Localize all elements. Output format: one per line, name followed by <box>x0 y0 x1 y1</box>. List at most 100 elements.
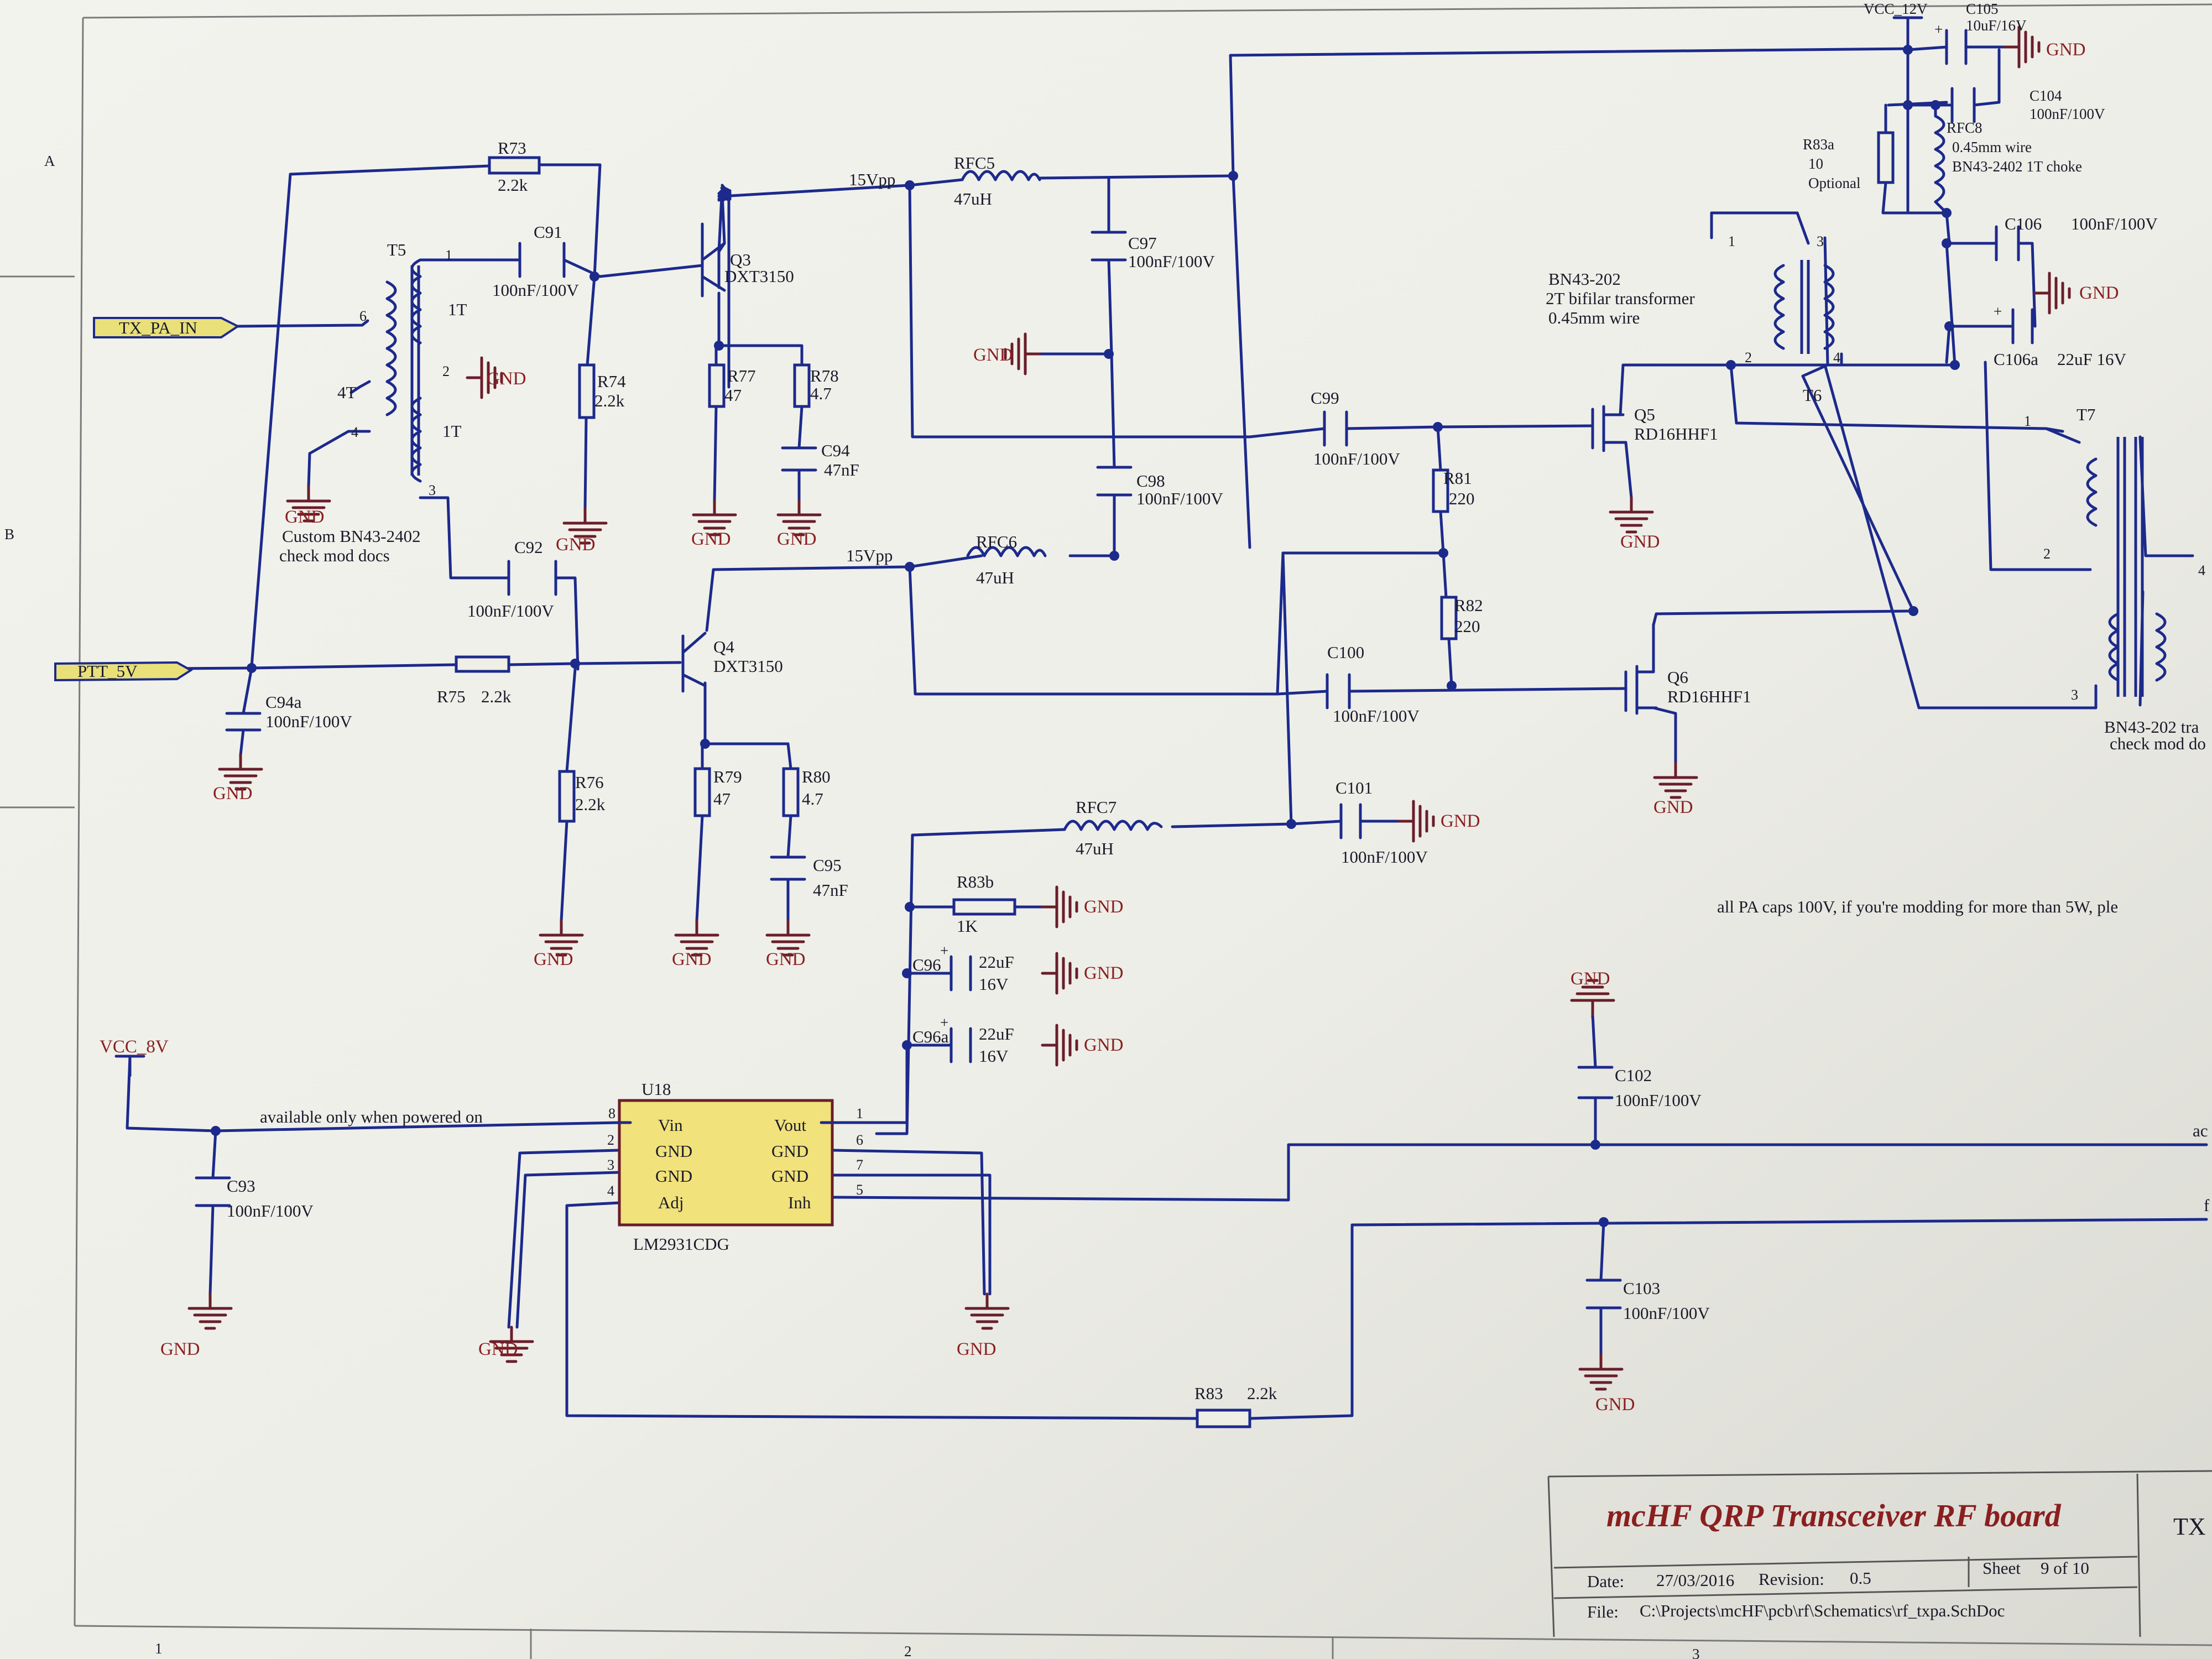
rfc8-ref: RFC8 <box>1947 119 1983 136</box>
u18-pin-num-3: 3 <box>607 1157 614 1173</box>
u18-pin-vin: Vin <box>658 1115 683 1135</box>
gnd-label-c94: GND <box>777 529 817 549</box>
r81-body <box>1432 468 1449 513</box>
gnd-label-c95: GND <box>766 950 806 969</box>
r79-ref: R79 <box>713 767 742 786</box>
t6-pin-1: 1 <box>1728 233 1735 249</box>
u18-pin-vout: Vout <box>774 1115 806 1135</box>
u18-pin-num-4: 4 <box>607 1183 614 1199</box>
r73-value: 2.2k <box>498 175 528 195</box>
svg-text:+: + <box>940 942 948 959</box>
r76-body <box>558 770 576 823</box>
q4-symbol <box>681 632 707 693</box>
t7-note-1: BN43-202 tra <box>2104 717 2199 737</box>
gnd-label-r76: GND <box>534 950 573 969</box>
title-block-file-label: File: <box>1587 1602 1619 1621</box>
c96a-value-1: 22uF <box>979 1024 1014 1044</box>
q3-ref: Q3 <box>730 250 751 269</box>
column-label-1: 1 <box>155 1640 163 1657</box>
title-block <box>1547 1470 2212 1637</box>
t7-ref: T7 <box>2077 405 2095 424</box>
gnd-label-t5-pin4: GND <box>285 507 325 527</box>
r73-ref: R73 <box>498 138 526 158</box>
net-15vpp-a: 15Vpp <box>849 170 895 189</box>
gnd-label-c106: GND <box>2079 283 2119 303</box>
r83-body <box>1196 1408 1251 1428</box>
c99-ref: C99 <box>1311 388 1339 408</box>
r75-body <box>455 655 510 673</box>
q4-value: DXT3150 <box>713 656 783 676</box>
title-block-sheet-label: Sheet <box>1983 1558 2021 1578</box>
q6-ref: Q6 <box>1667 667 1688 687</box>
title-block-title: mcHF QRP Transceiver RF board <box>1606 1498 2062 1533</box>
rfc7-ref: RFC7 <box>1076 797 1117 817</box>
title-block-title-right: TX <box>2173 1513 2206 1540</box>
r75-value: 2.2k <box>481 687 512 706</box>
q5-symbol <box>1591 405 1627 452</box>
r74-ref: R74 <box>597 372 626 391</box>
u18-ref: U18 <box>641 1079 671 1099</box>
r80-value: 4.7 <box>802 789 823 808</box>
port-tx-pa-in: TX_PA_IN <box>93 317 240 338</box>
c98-ref: C98 <box>1136 471 1165 491</box>
junctions <box>211 45 1960 1227</box>
c106-value: 100nF/100V <box>2071 214 2158 233</box>
c96-ref: C96 <box>912 955 941 974</box>
zone-label-a: A <box>44 153 55 169</box>
gnd-label-r83b: GND <box>1084 897 1124 917</box>
c96a-ref: C96a <box>912 1027 949 1046</box>
t6-note-2: 2T bifilar transformer <box>1546 289 1695 308</box>
t6-pin-4: 4 <box>1833 349 1840 366</box>
c93-ref: C93 <box>227 1176 255 1196</box>
title-block-file: C:\Projects\mcHF\pcb\rf\Schematics\rf_tx… <box>1640 1601 2005 1620</box>
c104-value: 100nF/100V <box>2030 106 2105 122</box>
t5-pin-1: 1 <box>445 247 452 263</box>
r80-body <box>782 767 800 817</box>
gnd-label-u18-left: GND <box>478 1339 518 1359</box>
column-label-3: 3 <box>1692 1646 1700 1659</box>
r82-value: 220 <box>1454 617 1480 636</box>
t5-turns-1t-b: 1T <box>442 421 462 441</box>
svg-text:+: + <box>940 1014 948 1031</box>
column-label-2: 2 <box>904 1643 912 1659</box>
c98-value: 100nF/100V <box>1136 489 1223 508</box>
sheet-frame <box>0 3 2212 1659</box>
c100-value: 100nF/100V <box>1333 706 1420 726</box>
q3-symbol <box>701 236 726 298</box>
c103-ref: C103 <box>1623 1279 1660 1298</box>
t6-note-3: 0.45mm wire <box>1548 308 1640 327</box>
c96-value-2: 16V <box>979 974 1009 994</box>
t6-note-1: BN43-202 <box>1548 269 1621 289</box>
u18-pin-num-5: 5 <box>856 1182 863 1198</box>
c101-ref: C101 <box>1335 778 1373 797</box>
r81-ref: R81 <box>1443 468 1472 488</box>
c105-value: 10uF/16V <box>1966 17 2027 34</box>
c93-value: 100nF/100V <box>227 1201 314 1220</box>
u18-body <box>618 1099 834 1227</box>
r77-value: 47 <box>724 385 742 405</box>
u18-pin-num-1: 1 <box>856 1105 863 1121</box>
gnd-label-c94a: GND <box>213 784 253 804</box>
u18-pin-num-7: 7 <box>856 1157 863 1173</box>
q6-value: RD16HHF1 <box>1667 687 1751 706</box>
q5-value: RD16HHF1 <box>1634 424 1718 444</box>
gnd-label-t5: GND <box>487 369 526 389</box>
port-ptt-5v: PTT_5V <box>54 661 193 682</box>
capacitors <box>195 29 2034 1310</box>
title-block-revision-label: Revision: <box>1759 1569 1824 1589</box>
port-tx-pa-in-label: TX_PA_IN <box>119 318 197 337</box>
t5-note-2: check mod docs <box>279 546 390 565</box>
c106-ref: C106 <box>2005 214 2042 233</box>
gnd-label-rfc: GND <box>973 345 1013 365</box>
r82-ref: R82 <box>1454 596 1483 615</box>
gnd-label-c101: GND <box>1441 811 1480 831</box>
r83b-value: 1K <box>957 916 978 936</box>
c92-value: 100nF/100V <box>467 601 554 620</box>
r78-ref: R78 <box>810 366 839 385</box>
port-ptt-5v-label: PTT_5V <box>77 661 138 681</box>
q5-ref: Q5 <box>1634 405 1655 424</box>
r79-body <box>693 767 711 817</box>
gnd-label-q6: GND <box>1653 797 1693 817</box>
net-15vpp-b: 15Vpp <box>846 546 893 565</box>
rfc5-ref: RFC5 <box>954 153 995 173</box>
